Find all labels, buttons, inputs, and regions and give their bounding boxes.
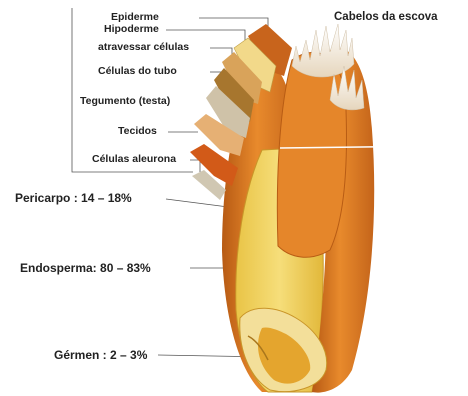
label-cabelos-da-escova: Cabelos da escova [334, 12, 438, 24]
label-atravessar-celulas: atravessar células [98, 42, 189, 53]
label-germen: Gérmen : 2 – 3% [54, 349, 147, 361]
label-hipoderme: Hipoderme [104, 24, 159, 35]
label-celulas-aleurona: Células aleurona [92, 154, 176, 165]
leader-epiderme [199, 18, 268, 30]
label-tecidos: Tecidos [118, 126, 157, 137]
leader-aleurona [190, 160, 200, 172]
label-endosperma: Endosperma: 80 – 83% [20, 262, 151, 274]
label-epiderme: Epiderme [111, 12, 159, 23]
leader-hipoderme [166, 30, 245, 40]
label-pericarpo: Pericarpo : 14 – 18% [15, 192, 132, 204]
front-bran-lobe [277, 52, 346, 257]
label-tegumento: Tegumento (testa) [80, 96, 170, 107]
label-celulas-do-tubo: Células do tubo [98, 66, 177, 77]
